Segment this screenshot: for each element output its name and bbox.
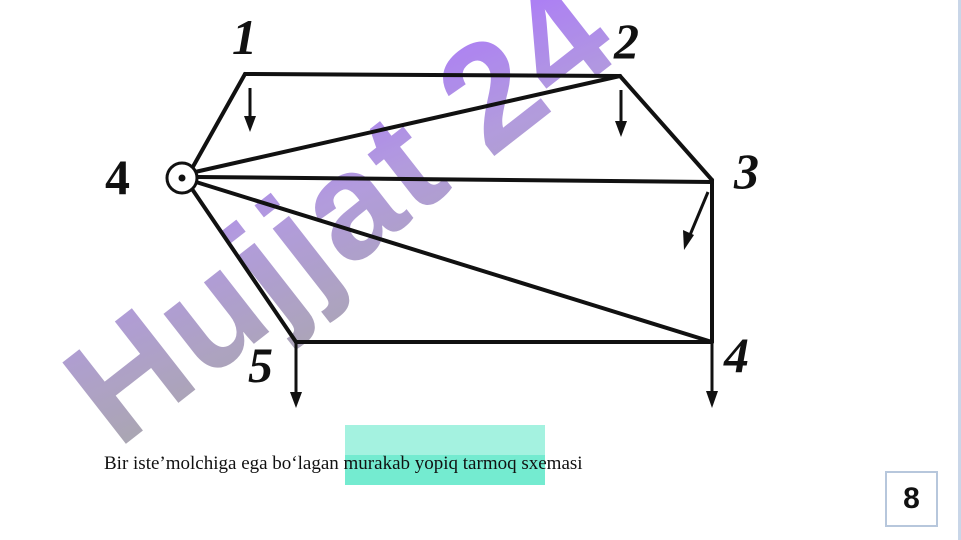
arrow-down-icon-4 (706, 342, 718, 408)
edge-4l-1 (188, 72, 247, 174)
arrow-down-icon-2 (615, 90, 627, 137)
circle-dot-source-icon (165, 161, 199, 195)
node-label-5: 5 (248, 337, 273, 393)
network-edges (188, 72, 714, 344)
node-label-4-left: 4 (105, 149, 130, 205)
edge-4l-3 (196, 175, 714, 184)
watermark-text: Hujjat 24 (34, 0, 644, 475)
watermark: Hujjat 24 (34, 0, 644, 475)
diagram-caption: Bir iste’molchiga ega bo‘lagan murakab y… (104, 453, 583, 474)
node-label-1: 1 (232, 9, 257, 65)
edge-1-2 (243, 72, 622, 78)
node-label-2: 2 (614, 13, 639, 69)
edge-4l-5 (188, 184, 298, 344)
arrow-down-left-icon-3 (683, 191, 710, 250)
arrow-down-icon-5 (290, 342, 302, 408)
edge-4l-4r (194, 180, 714, 344)
edge-2-3 (618, 74, 714, 182)
page-number-box: 8 (885, 471, 938, 527)
slide-right-border (958, 0, 961, 540)
page-number: 8 (903, 482, 920, 515)
load-arrows (244, 88, 718, 408)
node-label-4-right: 4 (724, 327, 749, 383)
node-label-3: 3 (734, 143, 759, 199)
arrow-down-icon-1 (244, 88, 256, 132)
edge-4l-2 (193, 74, 622, 174)
teal-band (345, 425, 545, 485)
